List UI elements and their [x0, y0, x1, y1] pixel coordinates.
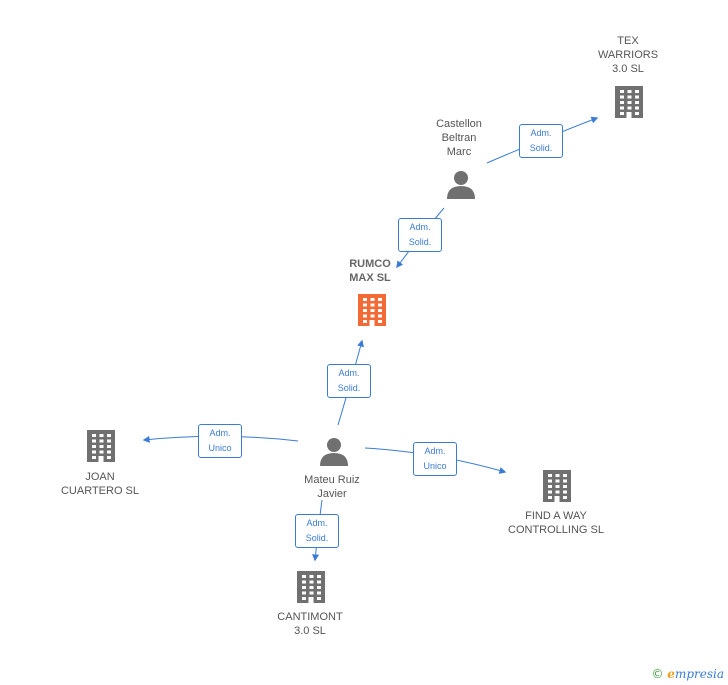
edge-label-mateu-find[interactable]: Adm. Unico: [413, 442, 457, 476]
node-label-find-a-way[interactable]: FIND A WAY CONTROLLING SL: [508, 510, 604, 536]
building-icon[interactable]: [358, 294, 386, 326]
brand-initial: e: [667, 667, 675, 681]
node-label-mateu-ruiz-javier[interactable]: Mateu Ruiz Javier: [304, 474, 360, 500]
node-label-tex-warriors[interactable]: TEX WARRIORS 3.0 SL: [597, 35, 659, 75]
edge-label-castellon-rumco[interactable]: Adm. Solid.: [398, 218, 442, 252]
building-icon[interactable]: [297, 571, 325, 603]
building-icon[interactable]: [543, 470, 571, 502]
person-icon[interactable]: [320, 438, 348, 466]
edge-label-mateu-cantimont[interactable]: Adm. Solid.: [295, 514, 339, 548]
edge-label-castellon-tex[interactable]: Adm. Solid.: [519, 124, 563, 158]
icons-layer: [87, 86, 643, 603]
edge-label-mateu-rumco[interactable]: Adm. Solid.: [327, 364, 371, 398]
building-icon[interactable]: [87, 430, 115, 462]
node-label-castellon-beltran-marc[interactable]: Castellon Beltran Marc: [436, 118, 482, 158]
person-icon[interactable]: [447, 171, 475, 199]
brand-name: mpresia: [674, 667, 724, 681]
edge-label-mateu-joan[interactable]: Adm. Unico: [198, 424, 242, 458]
node-label-joan-cuartero[interactable]: JOAN CUARTERO SL: [60, 471, 140, 497]
node-label-cantimont[interactable]: CANTIMONT 3.0 SL: [277, 611, 343, 637]
empresia-watermark: © empresia: [651, 667, 724, 681]
copyright-icon: ©: [651, 667, 664, 681]
building-icon[interactable]: [615, 86, 643, 118]
node-label-rumco-max[interactable]: RUMCO MAX SL: [349, 258, 391, 284]
